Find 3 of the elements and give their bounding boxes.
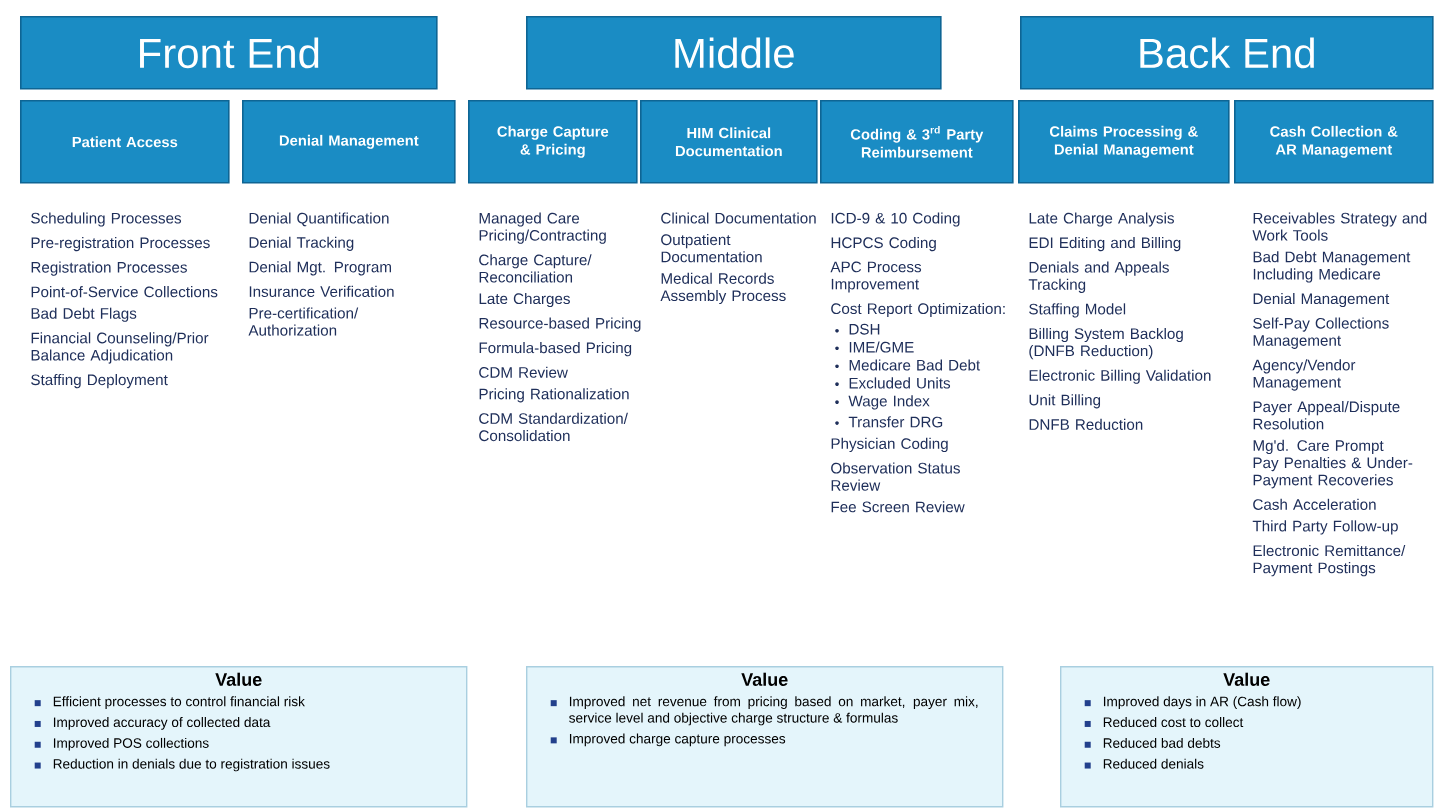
section-header: Back End <box>1020 16 1434 90</box>
section-header: Middle <box>526 16 942 90</box>
section-header: Front End <box>20 16 438 90</box>
